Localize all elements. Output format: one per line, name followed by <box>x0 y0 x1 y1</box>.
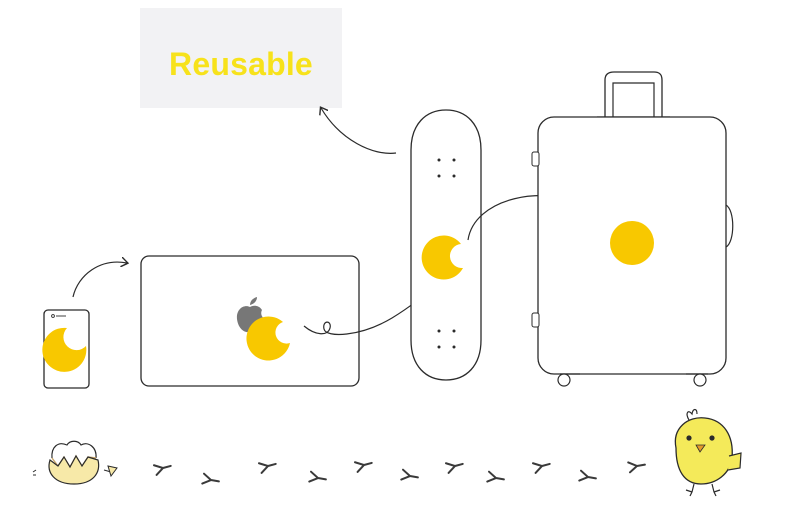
footprint-trail <box>152 461 646 485</box>
footprint-icon <box>257 462 277 474</box>
footprint-icon <box>308 470 327 483</box>
footprint-icon <box>201 472 220 485</box>
arrow-phone-to-laptop <box>72 262 127 298</box>
arrow-laptop-to-skateboard <box>303 284 436 335</box>
footprint-icon <box>353 461 373 473</box>
arrow-skateboard-to-banner <box>321 108 397 154</box>
phone-icon <box>42 309 90 389</box>
skateboard-sticker <box>421 235 463 280</box>
banner-label: Reusable <box>169 46 313 82</box>
suitcase-icon <box>531 71 734 387</box>
footprint-icon <box>627 461 646 474</box>
laptop-icon <box>140 255 360 387</box>
footprint-icon <box>444 462 464 474</box>
eggshell-icon <box>32 440 118 485</box>
footprint-icon <box>152 464 172 476</box>
reusable-banner: Reusable <box>140 8 342 108</box>
footprint-icon <box>531 462 551 474</box>
chick-icon <box>674 408 742 497</box>
laptop-sticker <box>246 316 290 361</box>
footprint-icon <box>578 469 597 482</box>
phone-sticker <box>42 327 87 372</box>
skateboard-icon <box>410 109 482 381</box>
footprint-icon <box>400 468 419 481</box>
suitcase-sticker <box>610 221 654 265</box>
footprint-icon <box>486 470 505 483</box>
